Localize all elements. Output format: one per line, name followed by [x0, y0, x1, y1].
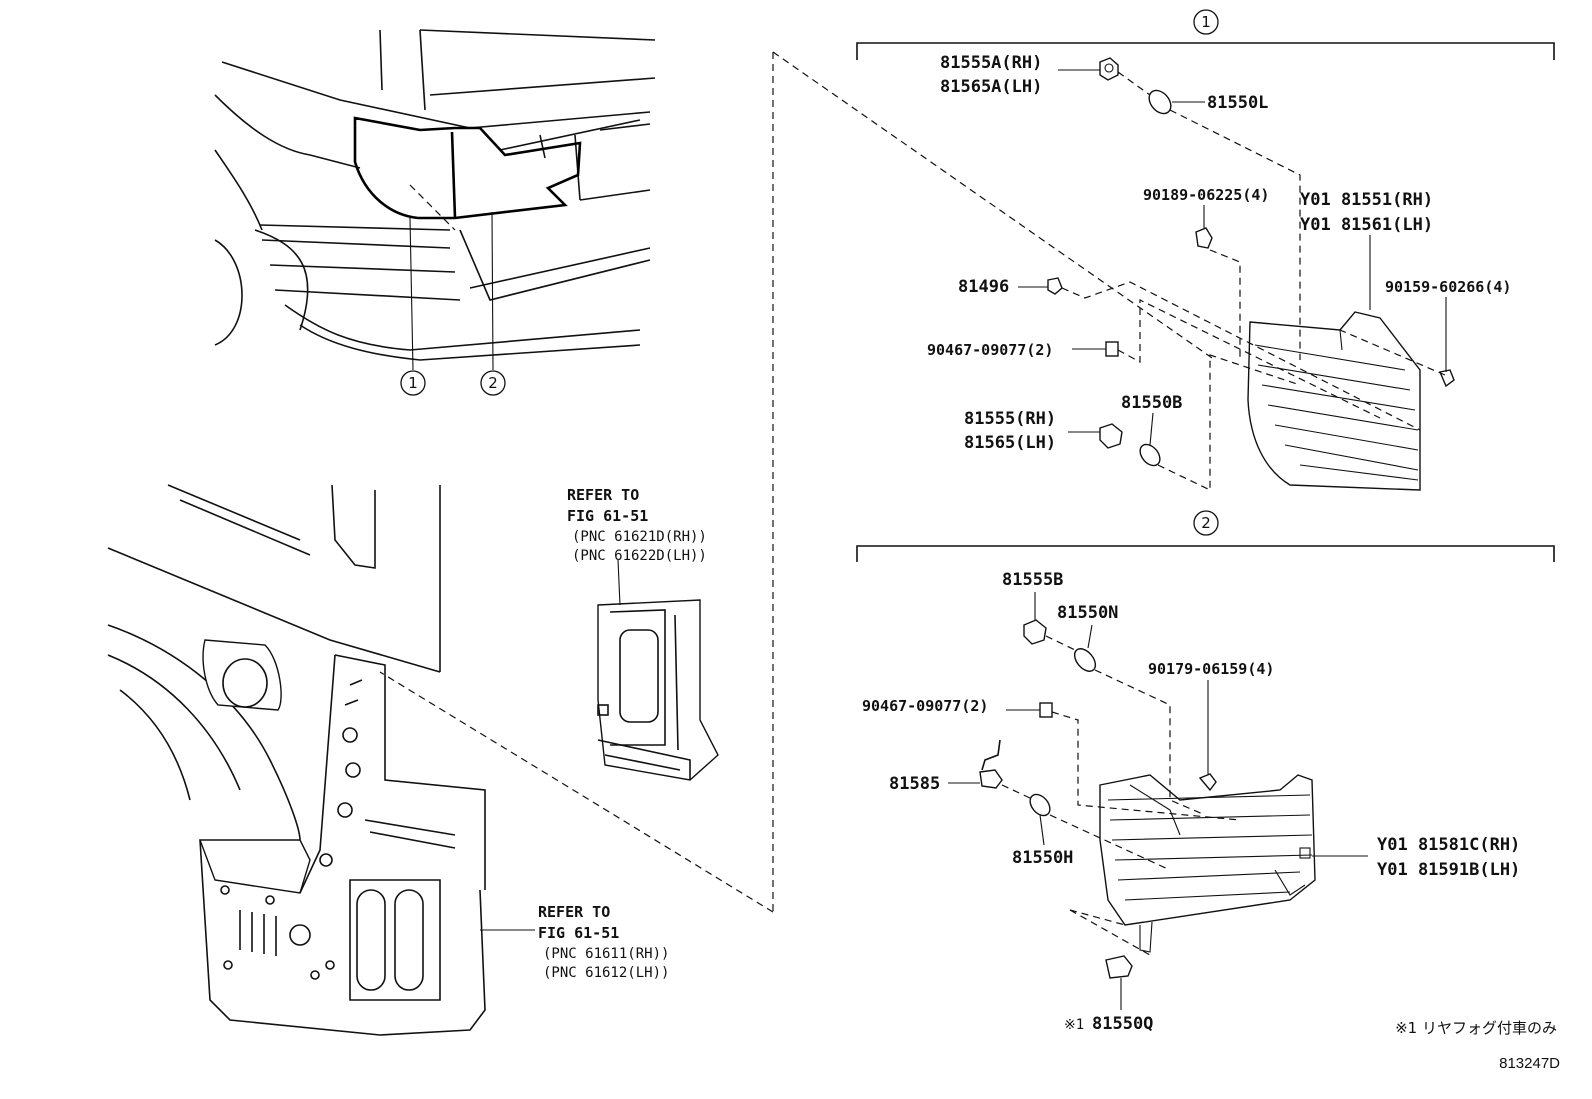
- refer-note-upper: REFER TO FIG 61-51 (PNC 61621D(RH)) (PNC…: [567, 486, 707, 564]
- label-81561-lh: Y01 81561(LH): [1300, 215, 1433, 235]
- section-1: 1 81555: [856, 9, 1555, 491]
- nut-90467-s2: [1039, 702, 1053, 718]
- bulb-81550N: [1073, 648, 1097, 672]
- label-81550L: 81550L: [1207, 93, 1268, 113]
- refer-lower-line3: (PNC 61611(RH)): [543, 946, 669, 962]
- nut-90467-s1: [1105, 341, 1119, 357]
- callout-1: 1: [400, 370, 426, 396]
- label-81550N: 81550N: [1057, 603, 1118, 623]
- svg-text:2: 2: [488, 374, 498, 392]
- rear-combination-lamp-outline: [353, 116, 582, 220]
- refer-lower-line1: REFER TO: [538, 903, 610, 921]
- label-90467-s1: 90467-09077(2): [927, 341, 1053, 359]
- refer-upper-line2: FIG 61-51: [567, 507, 648, 525]
- socket-81555A: [1099, 57, 1119, 81]
- label-90159: 90159-60266(4): [1385, 278, 1511, 296]
- section-2: 2: [856, 510, 1555, 1034]
- socket-81585-wiring: [979, 739, 1003, 789]
- socket-81555: [1099, 423, 1123, 449]
- clip-81496: [1047, 277, 1063, 295]
- label-81581C-rh: Y01 81581C(RH): [1377, 835, 1520, 855]
- back-lamp-lens: [1099, 774, 1316, 926]
- diagram-id: 813247D: [1499, 1055, 1560, 1072]
- bulb-81550L: [1148, 89, 1172, 115]
- screw-90159: [1439, 369, 1455, 388]
- label-81496: 81496: [958, 277, 1009, 297]
- label-81591B-lh: Y01 81591B(LH): [1377, 860, 1520, 880]
- label-90189: 90189-06225(4): [1143, 186, 1269, 204]
- label-81550B: 81550B: [1121, 393, 1182, 413]
- bulb-81550Q: [1105, 955, 1133, 979]
- bracket-detail: [597, 559, 719, 781]
- refer-lower-line2: FIG 61-51: [538, 924, 619, 942]
- label-81550H: 81550H: [1012, 848, 1073, 868]
- refer-lower-line4: (PNC 61612(LH)): [543, 965, 669, 981]
- section-1-marker: 1: [1201, 13, 1211, 31]
- refer-upper-line4: (PNC 61622D(LH)): [572, 548, 707, 564]
- refer-upper-line3: (PNC 61621D(RH)): [572, 529, 707, 545]
- svg-text:1: 1: [408, 374, 418, 392]
- refer-upper-line1: REFER TO: [567, 486, 639, 504]
- tail-lamp-lens: [1247, 311, 1421, 491]
- label-81585: 81585: [889, 774, 940, 794]
- vehicle-rear-view: 1 2: [214, 29, 656, 396]
- callout-2: 2: [480, 370, 506, 396]
- screw-90189: [1195, 227, 1213, 249]
- label-81565-lh: 81565(LH): [964, 433, 1056, 453]
- quarter-panel-view: [107, 484, 535, 1036]
- label-90179: 90179-06159(4): [1148, 660, 1274, 678]
- footnote: ※1 リヤフォグ付車のみ: [1395, 1019, 1557, 1037]
- socket-81555B: [1023, 619, 1047, 645]
- bulb-81550B: [1139, 443, 1161, 467]
- label-81555A-rh: 81555A(RH): [940, 53, 1042, 73]
- screw-90179: [1198, 773, 1217, 792]
- label-81550Q-mark: ※1: [1064, 1017, 1084, 1033]
- label-81550Q: 81550Q: [1092, 1014, 1153, 1034]
- label-81551-rh: Y01 81551(RH): [1300, 190, 1433, 210]
- label-81555-rh: 81555(RH): [964, 409, 1056, 429]
- label-81565A-lh: 81565A(LH): [940, 77, 1042, 97]
- label-81555B: 81555B: [1002, 570, 1063, 590]
- label-90467-s2: 90467-09077(2): [862, 697, 988, 715]
- refer-note-lower: REFER TO FIG 61-51 (PNC 61611(RH)) (PNC …: [538, 903, 669, 981]
- bulb-81550H: [1029, 793, 1051, 817]
- section-2-marker: 2: [1201, 514, 1211, 532]
